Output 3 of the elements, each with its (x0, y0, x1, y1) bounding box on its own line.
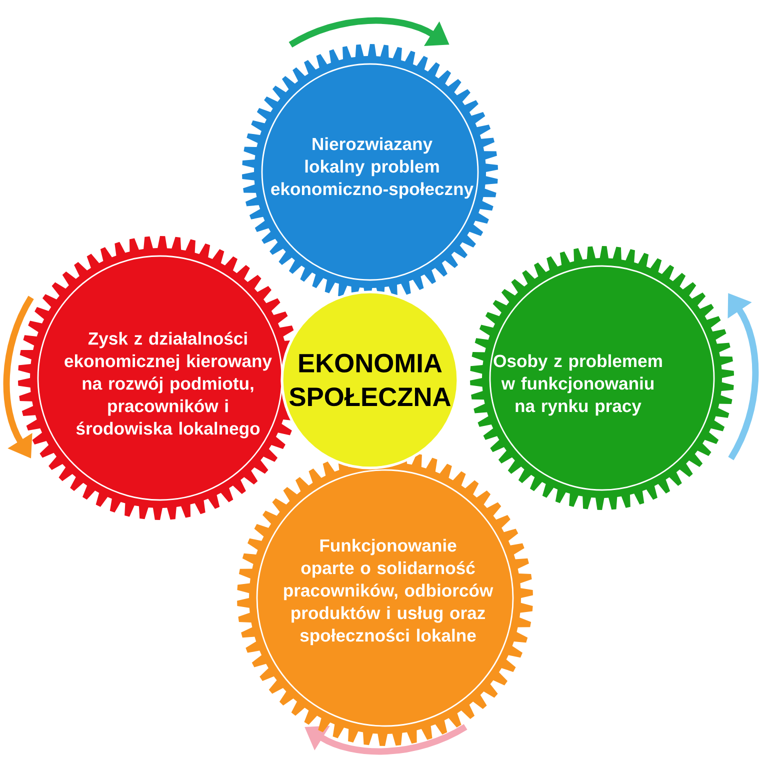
gear: Nierozwiazany lokalny problem ekonomiczno-społeczny (242, 44, 498, 300)
gear: Funkcjonowanie oparte o solidarność pracowników, odbiorców produktów i usług oraz społeczności lokalne (237, 450, 533, 746)
gear: Osoby z problemem w funkcjonowaniu na rynku pracy (470, 246, 734, 510)
